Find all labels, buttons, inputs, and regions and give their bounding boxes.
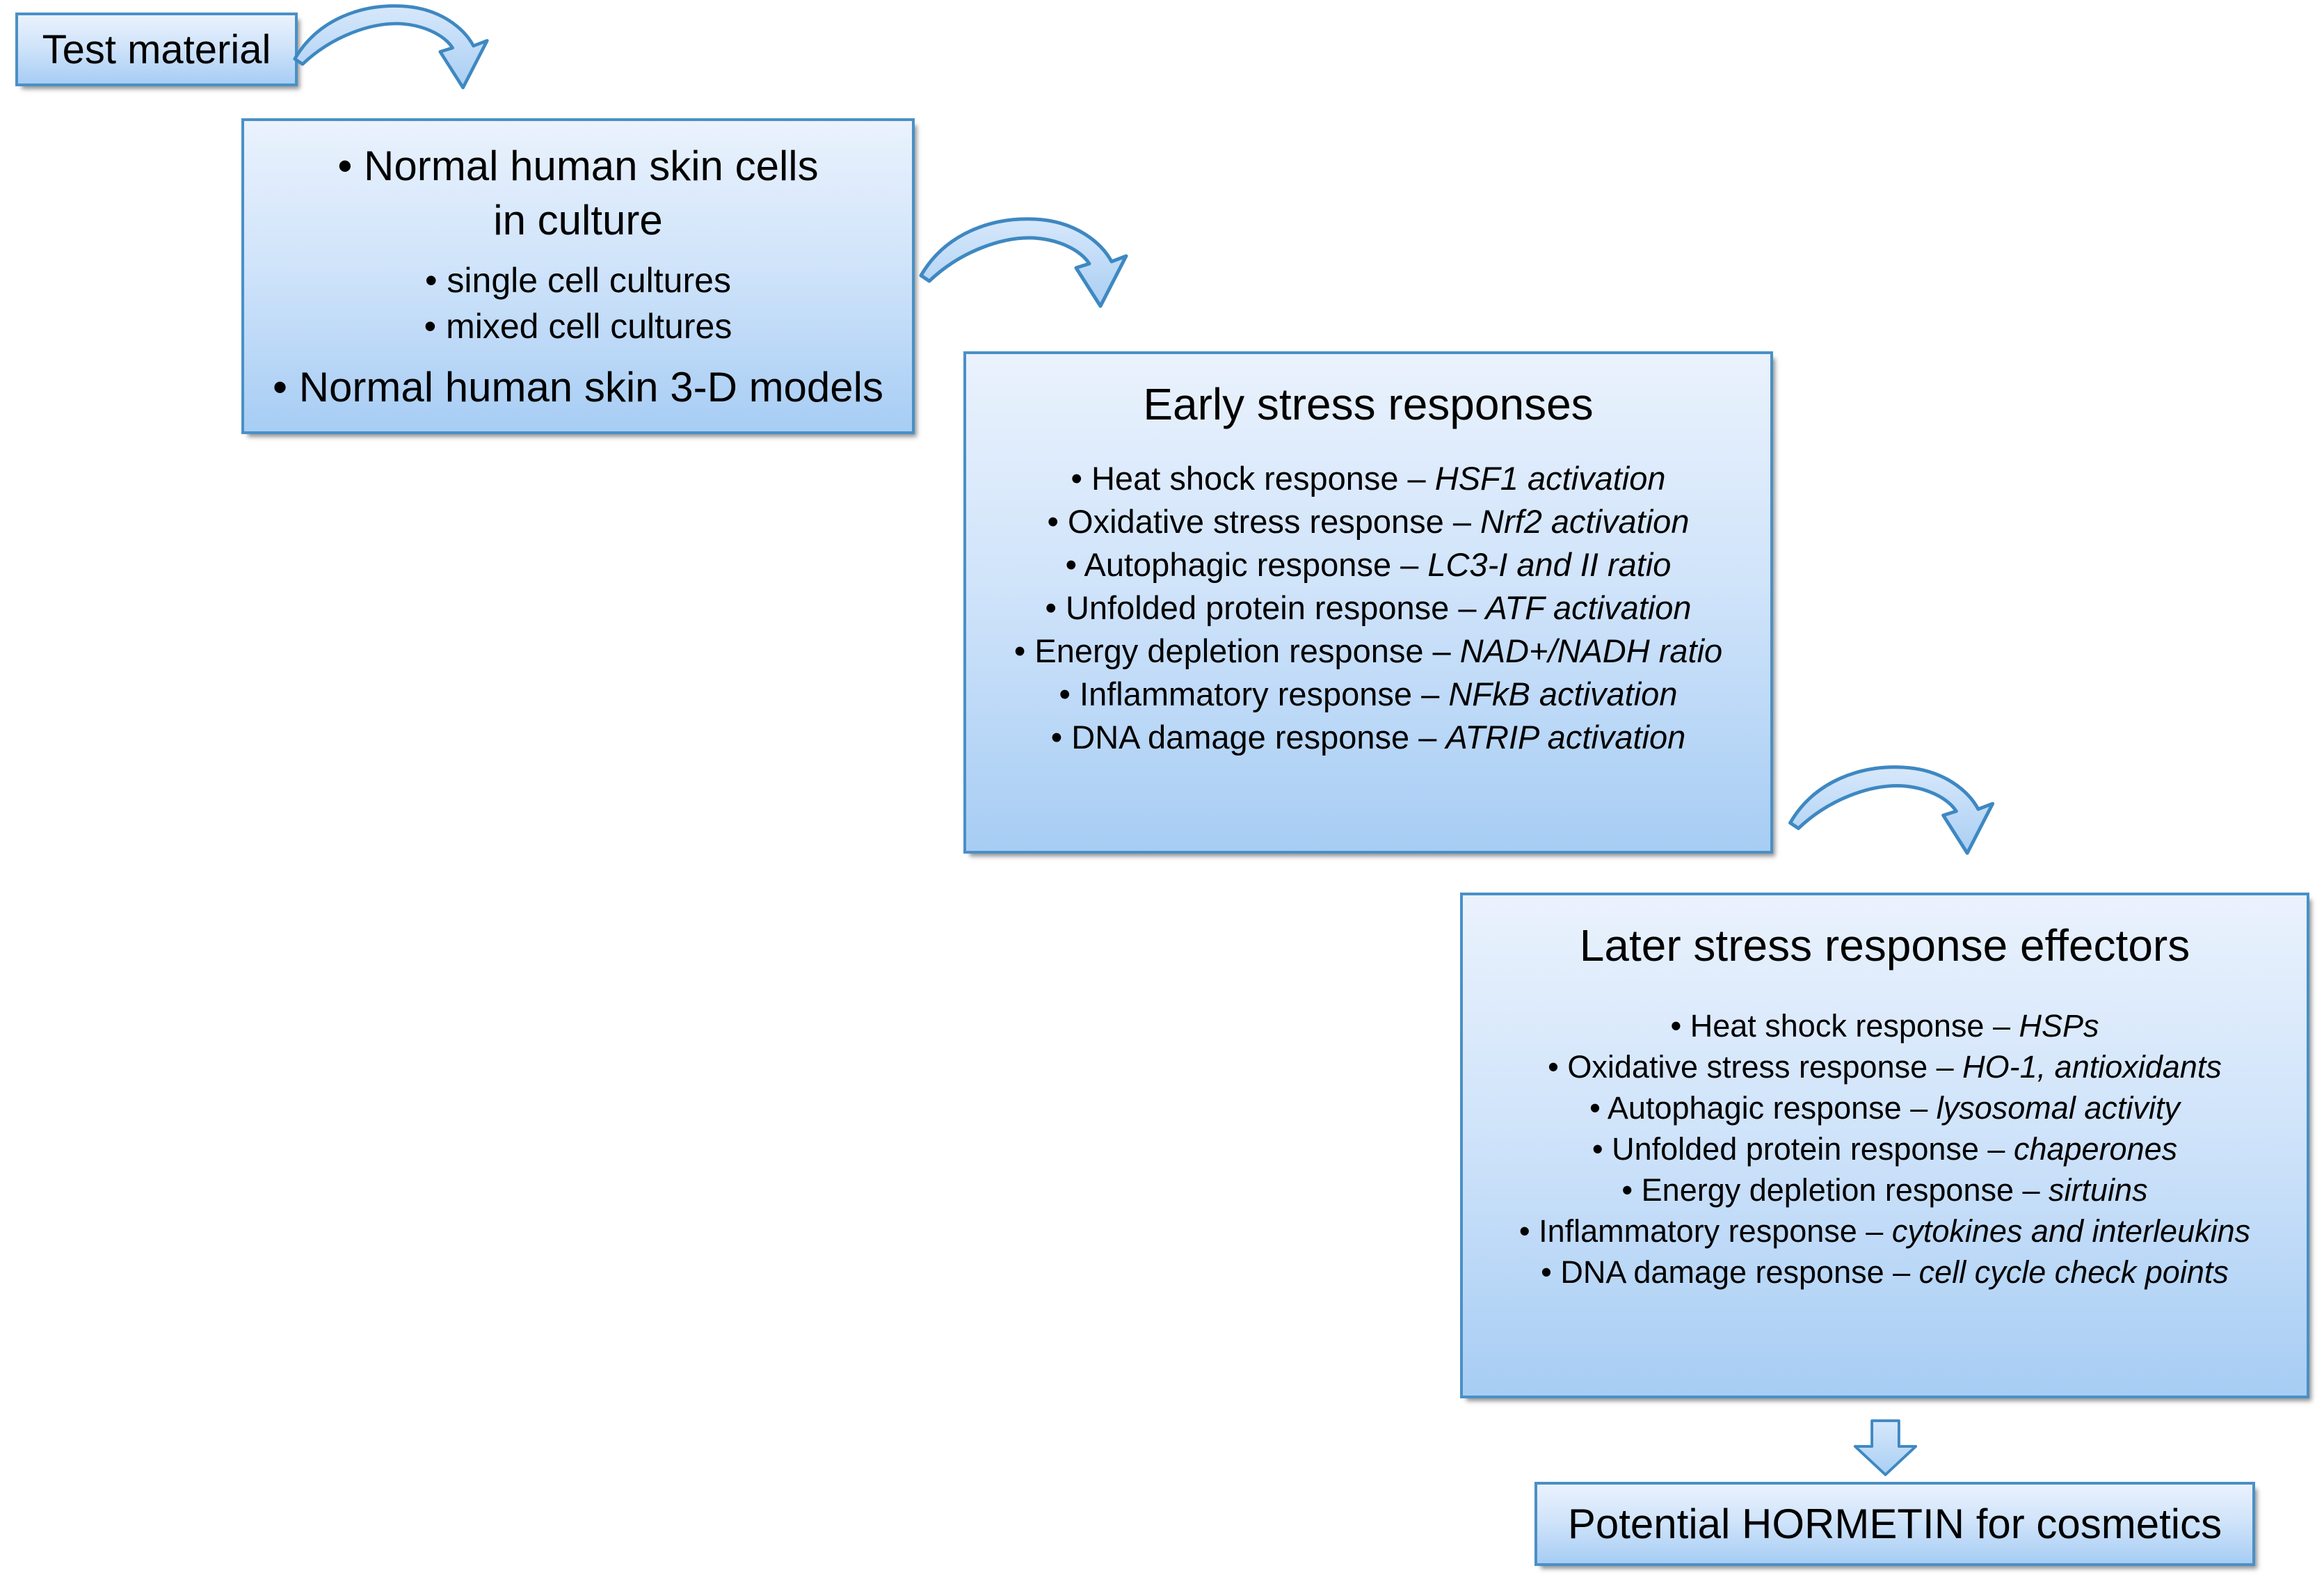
bullet-skin-cells-line2: in culture <box>493 197 663 243</box>
bullet-dna-damage: • DNA damage response – cell cycle check… <box>1541 1254 2229 1290</box>
sub-bullet-mixed-cell: • mixed cell cultures <box>424 307 732 346</box>
potential-hormetin-label: Potential HORMETIN for cosmetics <box>1567 1501 2222 1547</box>
down-block-arrow-icon <box>1853 1419 1918 1476</box>
test-material-label: Test material <box>42 26 271 72</box>
bullet-energy-depletion: • Energy depletion response – NAD+/NADH … <box>1013 632 1723 669</box>
bullet-energy-depletion: • Energy depletion response – sirtuins <box>1621 1172 2148 1208</box>
bullet-autophagic: • Autophagic response – lysosomal activi… <box>1589 1090 2180 1126</box>
bullet-heat-shock: • Heat shock response – HSPs <box>1670 1008 2099 1044</box>
curved-arrow-icon <box>919 217 1128 308</box>
early-box-title: Early stress responses <box>1143 379 1594 429</box>
later-box-title: Later stress response effectors <box>1579 920 2190 970</box>
bullet-skin-cells: • Normal human skin cells <box>337 143 819 189</box>
bullet-inflammatory: • Inflammatory response – cytokines and … <box>1518 1213 2251 1249</box>
bullet-oxidative: • Oxidative stress response – HO-1, anti… <box>1548 1049 2222 1085</box>
early-stress-responses-box: Early stress responses • Heat shock resp… <box>963 351 1773 854</box>
test-systems-box: • Normal human skin cells in culture • s… <box>241 118 915 434</box>
sub-bullet-single-cell: • single cell cultures <box>425 261 731 300</box>
bullet-unfolded-protein: • Unfolded protein response – chaperones <box>1592 1131 2178 1167</box>
bullet-dna-damage: • DNA damage response – ATRIP activation <box>1050 719 1686 756</box>
test-material-box: Test material <box>15 13 298 86</box>
bullet-autophagic: • Autophagic response – LC3-I and II rat… <box>1065 546 1672 583</box>
early-box-bullets: • Heat shock response – HSF1 activation … <box>966 457 1770 759</box>
spacer <box>251 349 905 360</box>
later-stress-effectors-box: Later stress response effectors • Heat s… <box>1460 893 2309 1398</box>
later-box-bullets: • Heat shock response – HSPs • Oxidative… <box>1463 1005 2307 1293</box>
spacer <box>251 248 905 257</box>
bullet-inflammatory: • Inflammatory response – NFkB activatio… <box>1059 676 1678 712</box>
curved-arrow-icon <box>1788 765 1995 855</box>
potential-hormetin-box: Potential HORMETIN for cosmetics <box>1534 1482 2255 1566</box>
bullet-heat-shock: • Heat shock response – HSF1 activation <box>1071 460 1666 497</box>
bullet-oxidative: • Oxidative stress response – Nrf2 activ… <box>1047 503 1690 540</box>
curved-arrow-icon <box>293 4 489 90</box>
bullet-3d-models: • Normal human skin 3-D models <box>273 364 883 410</box>
bullet-unfolded-protein: • Unfolded protein response – ATF activa… <box>1045 589 1692 626</box>
